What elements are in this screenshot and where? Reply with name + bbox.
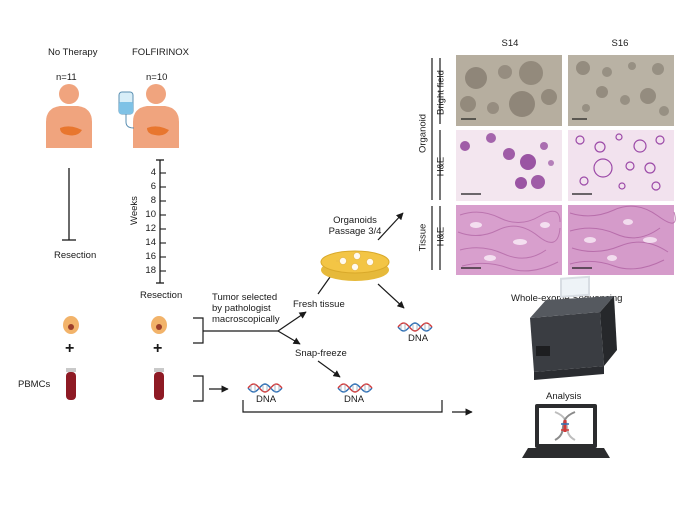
tumor-tissue-icon bbox=[151, 316, 167, 334]
arm-title-no-therapy: No Therapy bbox=[48, 47, 98, 58]
timeline-axis bbox=[156, 159, 164, 284]
timeline-tick-label: 8 bbox=[150, 195, 156, 206]
snap-freeze-label: Snap-freeze bbox=[295, 348, 347, 359]
pbmc-bracket bbox=[193, 375, 204, 402]
organoids-label: Organoids bbox=[333, 215, 377, 226]
blood-tube-icon bbox=[66, 368, 76, 400]
column-label-s14: S14 bbox=[501, 38, 519, 49]
image-he-tissue-s16 bbox=[568, 205, 676, 275]
blood-tube-icon bbox=[154, 368, 164, 400]
arrow-to-snap-freeze bbox=[277, 330, 301, 345]
no-therapy-line bbox=[62, 168, 76, 241]
arm-n-no-therapy: n=11 bbox=[56, 72, 77, 83]
patient-icon-folfirinox bbox=[133, 84, 179, 148]
dna-label-pbmc: DNA bbox=[256, 394, 277, 405]
tissue-bracket bbox=[193, 317, 278, 344]
passage-label: Passage 3/4 bbox=[328, 226, 382, 237]
timeline-tick-label: 6 bbox=[150, 181, 156, 192]
plus-sign: + bbox=[153, 340, 163, 357]
column-label-s16: S16 bbox=[611, 38, 629, 49]
image-he-organoid-s16 bbox=[568, 130, 674, 201]
timeline-tick-label: 12 bbox=[145, 223, 156, 234]
dna-strand-icon bbox=[397, 322, 433, 332]
image-he-organoid-s14 bbox=[456, 130, 562, 201]
collect-bracket bbox=[242, 400, 443, 413]
tumor-selected-line-3: macroscopically bbox=[212, 314, 280, 325]
panel-brackets bbox=[431, 58, 441, 270]
petri-dish-icon bbox=[320, 250, 390, 281]
iv-bag-icon bbox=[118, 91, 135, 129]
sequencer-icon bbox=[530, 275, 617, 380]
image-brightfield-s16 bbox=[568, 55, 674, 126]
arrow-to-fresh-tissue bbox=[277, 311, 307, 332]
timeline-tick-label: 14 bbox=[145, 237, 156, 248]
dna-strand-icon bbox=[337, 383, 373, 393]
dna-label-snap: DNA bbox=[344, 394, 365, 405]
image-brightfield-s14 bbox=[456, 55, 562, 126]
plus-sign: + bbox=[65, 340, 75, 357]
timeline-tick-label: 4 bbox=[150, 167, 156, 178]
image-he-tissue-s14 bbox=[456, 205, 562, 275]
tumor-tissue-icon bbox=[63, 316, 79, 334]
tumor-selected-line-1: Tumor selected bbox=[212, 292, 278, 303]
tumor-selected-line-2: by pathologist bbox=[212, 303, 271, 314]
timeline-tick-label: 18 bbox=[145, 265, 156, 276]
arrow-to-images bbox=[377, 212, 404, 241]
dna-label-organoid: DNA bbox=[408, 333, 429, 344]
timeline-ticks bbox=[160, 172, 166, 272]
arm-title-folfirinox: FOLFIRINOX bbox=[132, 47, 190, 58]
arm-n-folfirinox: n=10 bbox=[146, 72, 168, 83]
dna-strand-icon bbox=[247, 383, 283, 393]
analysis-label: Analysis bbox=[546, 391, 582, 402]
fresh-tissue-label: Fresh tissue bbox=[293, 299, 345, 310]
arrow-to-organoid-dna bbox=[377, 283, 405, 309]
pbmc-label: PBMCs bbox=[18, 379, 51, 390]
resection-label-no-therapy: Resection bbox=[54, 250, 97, 261]
arrow-snap-to-dna bbox=[317, 360, 341, 378]
sequencing-label: Whole-exome Sequencing bbox=[511, 293, 623, 304]
resection-label-folfirinox: Resection bbox=[140, 290, 183, 301]
patient-icon-no-therapy bbox=[46, 84, 92, 148]
laptop-analysis-icon bbox=[522, 404, 610, 458]
timeline-tick-label: 16 bbox=[145, 251, 156, 262]
timeline-tick-label: 10 bbox=[145, 209, 156, 220]
